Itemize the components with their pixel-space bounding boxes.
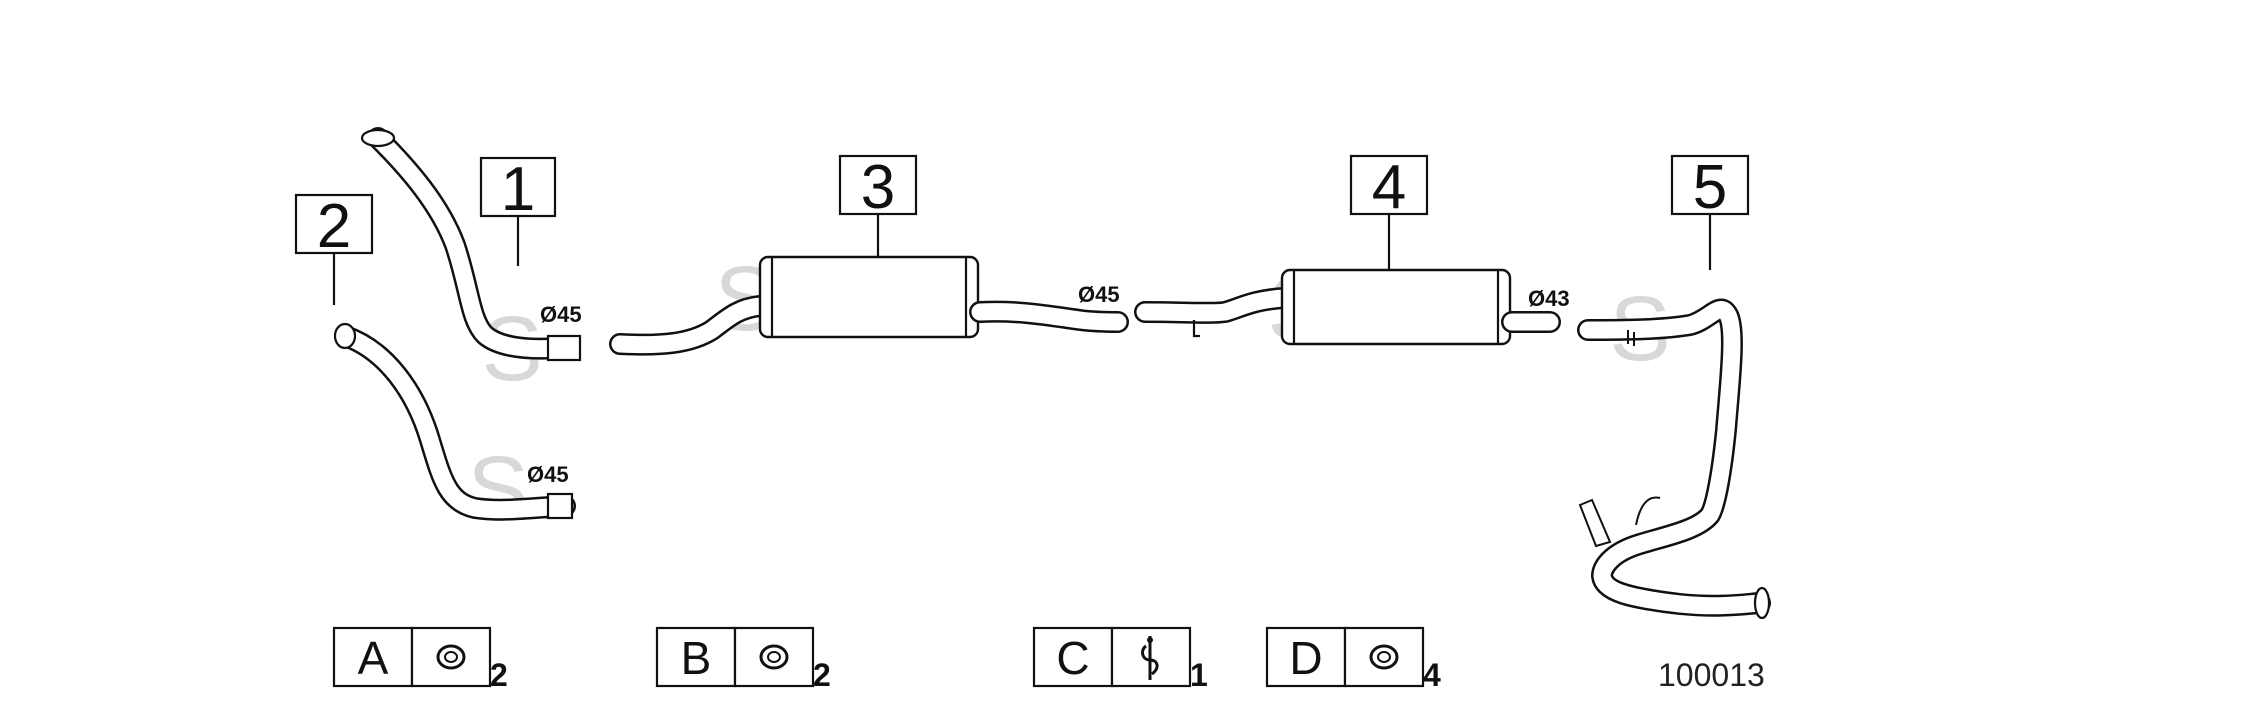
- accessory-a-letter: A: [358, 632, 389, 684]
- tail-end: [1753, 586, 1771, 620]
- sensor-bung: [1578, 498, 1612, 548]
- accessory-a-qty: 2: [490, 657, 508, 693]
- accessory-c[interactable]: C 1: [1032, 626, 1208, 693]
- accessory-d-letter: D: [1289, 632, 1322, 684]
- part-5-label-box: [1670, 154, 1750, 216]
- flange-icon: [360, 128, 396, 148]
- part-1-label-box: [479, 156, 557, 218]
- part-3-diameter: Ø45: [1078, 282, 1120, 307]
- accessory-d-qty: 4: [1423, 657, 1441, 693]
- ring-gasket-icon: [436, 644, 466, 670]
- part-2-diameter: Ø45: [527, 462, 569, 487]
- part-5-tail-pipe[interactable]: 5: [1577, 153, 1771, 620]
- silencer-body: [758, 255, 980, 339]
- part-4-label: 4: [1372, 153, 1406, 222]
- accessory-c-letter: C: [1056, 632, 1089, 684]
- part-2-front-pipe[interactable]: 2 Ø45: [294, 192, 576, 521]
- part-5-label: 5: [1693, 153, 1727, 222]
- part-1-label: 1: [501, 155, 535, 224]
- part-3-label: 3: [861, 153, 895, 222]
- accessory-d[interactable]: D 4: [1265, 626, 1441, 693]
- part-4-rear-silencer[interactable]: 4 Ø43: [1134, 153, 1570, 346]
- part-1-front-pipe[interactable]: 1 Ø45: [360, 127, 582, 362]
- part-2-label: 2: [317, 192, 351, 261]
- ring-gasket-icon: [759, 644, 789, 670]
- watermark-s: S: [467, 438, 528, 540]
- part-4-diameter: Ø43: [1528, 286, 1570, 311]
- accessory-c-qty: 1: [1190, 657, 1208, 693]
- hanger-bracket: [1635, 496, 1661, 526]
- silencer-body: [1280, 268, 1512, 346]
- hanger-bracket: [1192, 320, 1200, 338]
- pipe-end: [546, 334, 582, 362]
- reference-code: 100013: [1658, 657, 1765, 693]
- accessory-b-letter: B: [681, 632, 712, 684]
- part-3-middle-silencer[interactable]: 3 Ø45: [609, 153, 1129, 356]
- part-1-diameter: Ø45: [540, 302, 582, 327]
- hanger-bracket: [1627, 330, 1635, 346]
- pipe-end: [546, 492, 574, 520]
- flange-icon: [333, 322, 357, 350]
- accessory-b-qty: 2: [813, 657, 831, 693]
- accessory-a[interactable]: A 2: [332, 626, 508, 693]
- ring-gasket-icon: [1369, 644, 1399, 670]
- accessory-b[interactable]: B 2: [655, 626, 831, 693]
- part-4-label-box: [1349, 154, 1429, 216]
- rubber-hanger-icon: [1141, 636, 1159, 680]
